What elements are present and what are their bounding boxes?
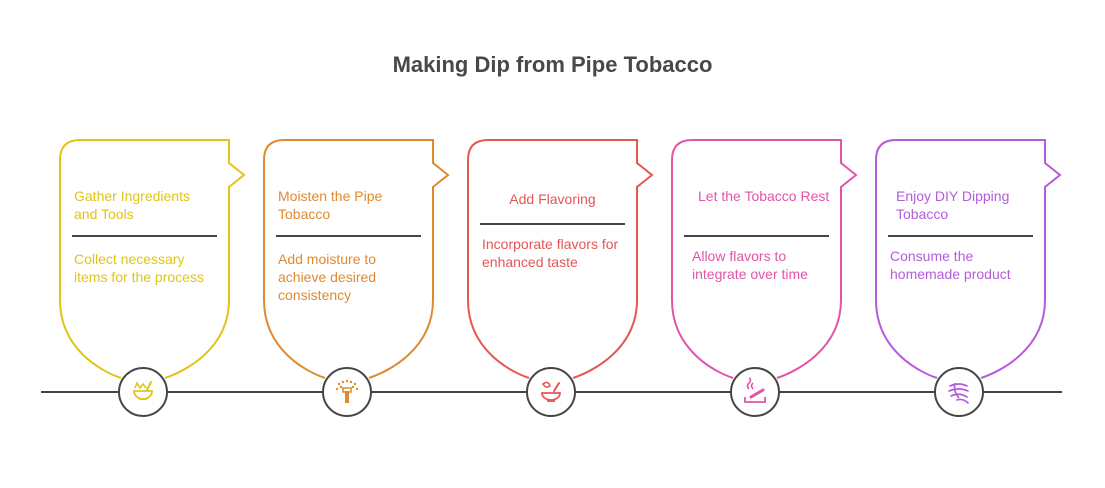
step-card-outline bbox=[467, 139, 654, 379]
step-description: Allow flavors to integrate over time bbox=[692, 248, 808, 282]
hand-gesture-icon bbox=[948, 382, 969, 404]
step-divider bbox=[888, 235, 1033, 237]
step-title: Moisten the Pipe Tobacco bbox=[278, 188, 383, 222]
step-divider bbox=[72, 235, 217, 237]
step-title: Gather Ingredients and Tools bbox=[74, 188, 190, 222]
cigarette-tray-icon bbox=[744, 377, 766, 403]
step-description: Collect necessary items for the process bbox=[74, 251, 204, 285]
step-title: Add Flavoring bbox=[509, 191, 596, 207]
step-icon-circle bbox=[118, 367, 168, 417]
step-card-outline bbox=[59, 139, 246, 379]
step-divider bbox=[276, 235, 421, 237]
step-card-outline bbox=[671, 139, 858, 379]
step-description: Incorporate flavors for enhanced taste bbox=[482, 236, 619, 270]
herb-bowl-icon bbox=[541, 381, 561, 402]
step-title: Let the Tobacco Rest bbox=[698, 188, 830, 204]
step-card-outline bbox=[263, 139, 450, 379]
step-card-outline bbox=[875, 139, 1062, 379]
step-description: Consume the homemade product bbox=[890, 248, 1011, 282]
step-icon-circle bbox=[934, 367, 984, 417]
mortar-bowl-icon bbox=[133, 381, 153, 400]
step-description: Add moisture to achieve desired consiste… bbox=[278, 251, 377, 303]
step-divider bbox=[480, 223, 625, 225]
diagram-title: Making Dip from Pipe Tobacco bbox=[392, 52, 713, 77]
step-divider bbox=[684, 235, 829, 237]
step-title: Enjoy DIY Dipping Tobacco bbox=[896, 188, 1010, 222]
step-icon-circle bbox=[526, 367, 576, 417]
step-icon-circle bbox=[730, 367, 780, 417]
sprinkler-icon bbox=[335, 379, 359, 403]
